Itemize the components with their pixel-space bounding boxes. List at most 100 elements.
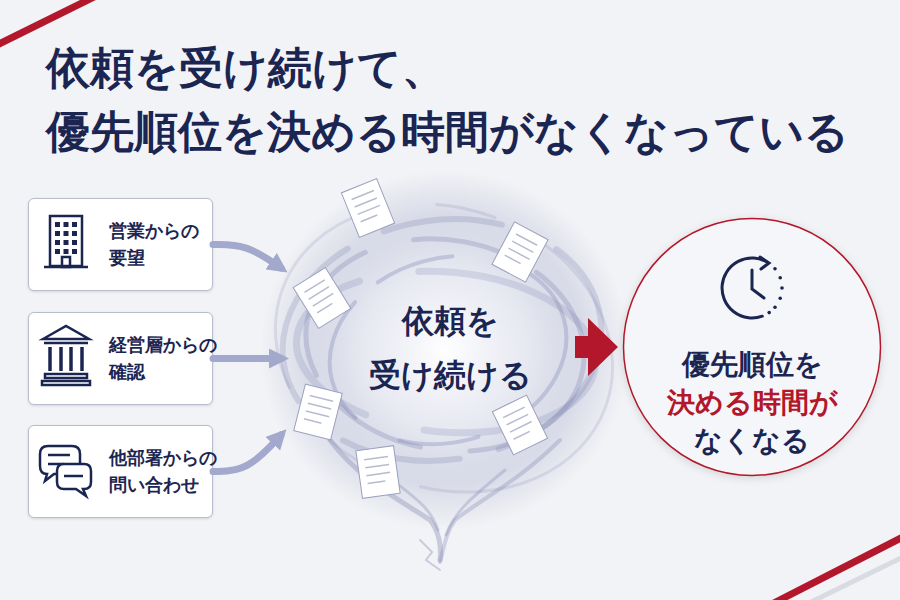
- paper-sheet: [293, 268, 351, 329]
- swirl-illustration: [380, 470, 438, 530]
- building-icon: [55, 222, 77, 254]
- node-label: 優先順位を: [622, 346, 882, 384]
- node-label: 他部署からの 問い合わせ: [109, 445, 227, 497]
- text-stack: 依頼を 受け続ける: [345, 294, 555, 402]
- building-icon: [44, 216, 88, 267]
- paper-sheet: [294, 384, 342, 440]
- source-box: 営業からの 要望: [28, 198, 213, 291]
- swirl-illustration: [267, 199, 617, 481]
- swirl-illustration: [440, 440, 560, 562]
- paper-sheet: [356, 446, 400, 499]
- building-icon: [64, 222, 69, 227]
- building-icon: [44, 266, 88, 269]
- clock-icon: [773, 267, 777, 271]
- building-icon: [55, 222, 60, 227]
- swirl-illustration: [260, 170, 630, 530]
- building-icon: [50, 216, 82, 266]
- clock-icon: [760, 257, 769, 269]
- corner-stripe: [770, 536, 900, 600]
- source-box: 他部署からの 問い合わせ: [28, 425, 213, 518]
- block-arrow: [575, 318, 618, 376]
- building-icon: [72, 240, 77, 245]
- paper-sheet: [304, 280, 337, 313]
- flow-arrow: [213, 355, 281, 362]
- institution-icon: [48, 347, 52, 371]
- chat-icon: [40, 446, 91, 496]
- clock-icon: [752, 270, 764, 298]
- institution-icon: [45, 374, 87, 378]
- paper-sheet: [505, 234, 537, 266]
- paper-sheet: [492, 222, 548, 282]
- clock-icon: [778, 297, 782, 301]
- institution-icon: [42, 381, 90, 385]
- building-icon: [55, 231, 60, 236]
- chat-icon: [57, 464, 91, 496]
- paper-sheet: [492, 222, 548, 282]
- node-label: 経営層からの 確認: [109, 332, 227, 384]
- swirl-illustration: [446, 470, 505, 535]
- building-icon: [64, 240, 69, 245]
- paper-sheet: [341, 179, 394, 238]
- flow-arrow: [213, 435, 281, 472]
- chat-icon: [64, 475, 83, 478]
- institution-icon: [59, 347, 63, 371]
- swirl-illustration: [234, 158, 653, 570]
- clock-icon: [780, 286, 784, 290]
- swirl-illustration: [420, 540, 440, 570]
- flow-arrow: [213, 245, 281, 269]
- corner-stripe: [0, 0, 96, 46]
- paper-sheet: [293, 268, 351, 329]
- node-label: 依頼を 受け続ける: [345, 294, 555, 402]
- swirl-illustration: [234, 158, 653, 539]
- chat-icon: [40, 446, 80, 481]
- node-label: なくなる: [622, 422, 882, 460]
- chat-icon: [48, 455, 70, 464]
- building-icon: [64, 249, 69, 254]
- building-icon: [55, 240, 60, 245]
- paper-sheet: [503, 407, 535, 439]
- node-label: 決める時間が: [622, 384, 882, 422]
- paper-sheet: [294, 384, 342, 440]
- paper-sheet: [364, 456, 391, 483]
- clock-icon: [767, 267, 783, 315]
- diagram-title: 依頼を受け続けて、 優先順位を決める時間がなくなっている: [46, 36, 896, 164]
- text-stack: 優先順位を決める時間がなくなる: [622, 346, 882, 460]
- text-stack: 他部署からの 問い合わせ: [109, 445, 227, 497]
- clock-icon: [722, 257, 784, 318]
- result-circle: 優先順位を決める時間がなくなる: [622, 217, 882, 477]
- clock-icon: [767, 311, 771, 315]
- swirl-illustration: [330, 440, 441, 560]
- paper-sheet: [352, 191, 383, 222]
- clock-icon: [778, 276, 782, 280]
- building-icon: [64, 231, 69, 236]
- institution-icon: [42, 326, 90, 385]
- building-icon: [72, 249, 77, 254]
- swirl-illustration: [308, 230, 587, 470]
- institution-icon: [80, 347, 84, 371]
- building-icon: [62, 257, 70, 267]
- institution-icon: [44, 342, 88, 345]
- source-box: 経営層からの 確認: [28, 312, 213, 405]
- institution-icon: [43, 326, 89, 339]
- paper-sheet: [304, 396, 333, 425]
- institution-icon: [69, 347, 73, 371]
- swirl-illustration: [234, 158, 653, 570]
- paper-sheet: [492, 395, 547, 455]
- paper-sheet: [356, 446, 400, 499]
- swirl-node: 依頼を 受け続ける: [285, 185, 565, 515]
- swirl-illustration: [290, 259, 603, 445]
- corner-stripe: [805, 556, 900, 600]
- building-icon: [72, 231, 77, 236]
- node-label: 営業からの 要望: [109, 218, 227, 270]
- clock-icon: [722, 258, 767, 318]
- clock-icon: [773, 306, 777, 310]
- swirl-illustration: [289, 217, 601, 472]
- text-stack: 営業からの 要望: [109, 218, 227, 270]
- paper-sheet: [492, 395, 547, 455]
- building-icon: [55, 249, 60, 254]
- building-icon: [72, 222, 77, 227]
- paper-sheet: [341, 179, 394, 238]
